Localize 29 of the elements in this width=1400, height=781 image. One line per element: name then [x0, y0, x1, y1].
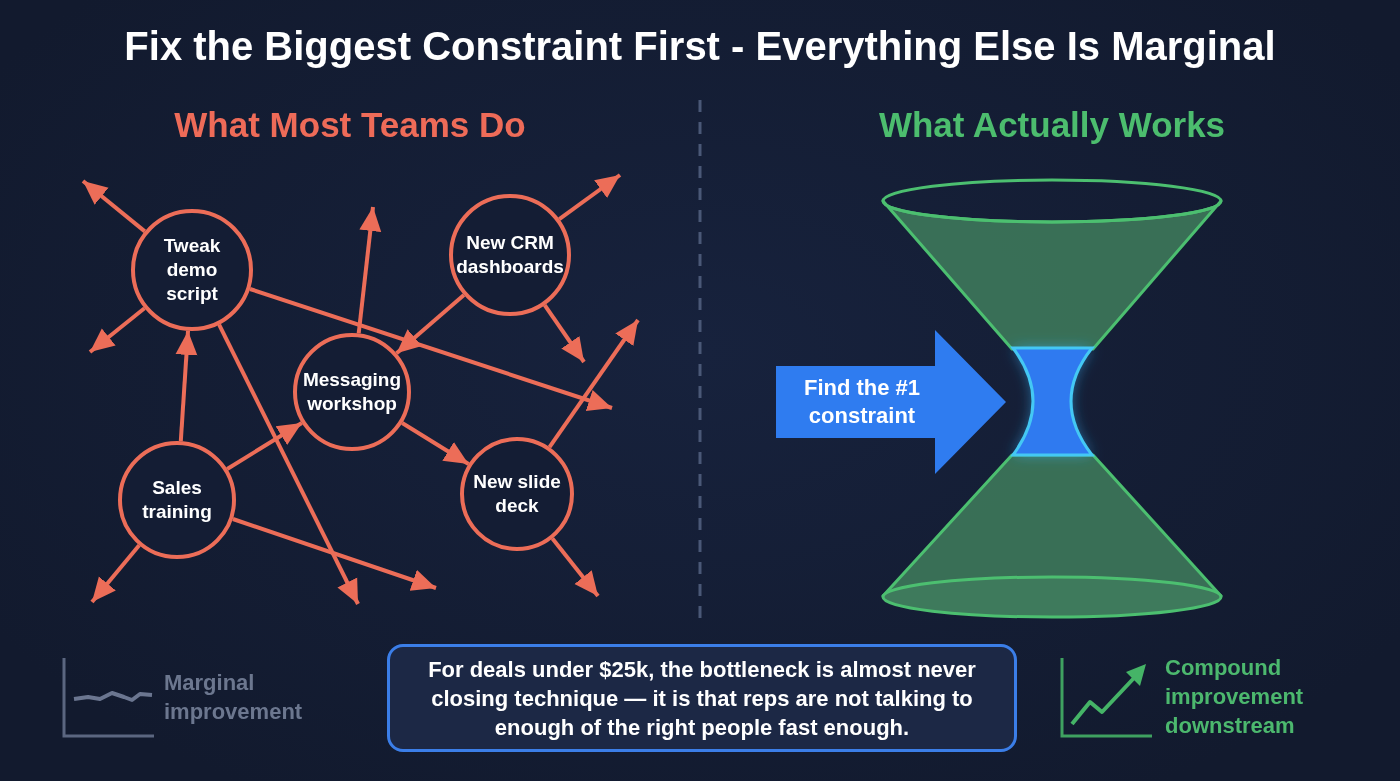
outcome-label: Compound improvement downstream: [1165, 654, 1305, 740]
arrow: [217, 323, 360, 605]
node-label: New slide deck: [472, 470, 562, 518]
arrow: [395, 293, 466, 355]
note-text: For deals under $25k, the bottleneck is almost never closing technique — it is that reps are not talking to enough of the right people fast enough.: [427, 655, 977, 742]
arrow: [226, 421, 303, 471]
arrow: [232, 517, 437, 591]
block-arrow: [776, 330, 1006, 474]
arrow: [401, 421, 470, 466]
arrow: [81, 179, 147, 233]
section-heading: What Most Teams Do: [174, 104, 526, 146]
node-label: Sales training: [141, 476, 213, 524]
arrow: [249, 287, 613, 411]
arrow: [543, 304, 586, 364]
arrow: [88, 306, 146, 354]
node-label: Find the #1 constraint: [802, 374, 922, 430]
arrow: [90, 544, 141, 604]
arrow: [550, 537, 600, 598]
diagram-title: Fix the Biggest Constraint First - Everything Else Is Marginal: [124, 23, 1276, 70]
note-box: [387, 644, 1017, 752]
node-label: Messaging workshop: [301, 368, 403, 416]
arrow: [356, 206, 382, 334]
arrow: [175, 330, 198, 442]
arrow: [547, 318, 640, 449]
node-label: Tweak demo script: [162, 234, 222, 306]
arrow: [558, 173, 622, 221]
outcome-label: Marginal improvement: [164, 669, 304, 726]
section-heading: What Actually Works: [878, 104, 1226, 146]
node-label: New CRM dashboards: [455, 231, 565, 279]
